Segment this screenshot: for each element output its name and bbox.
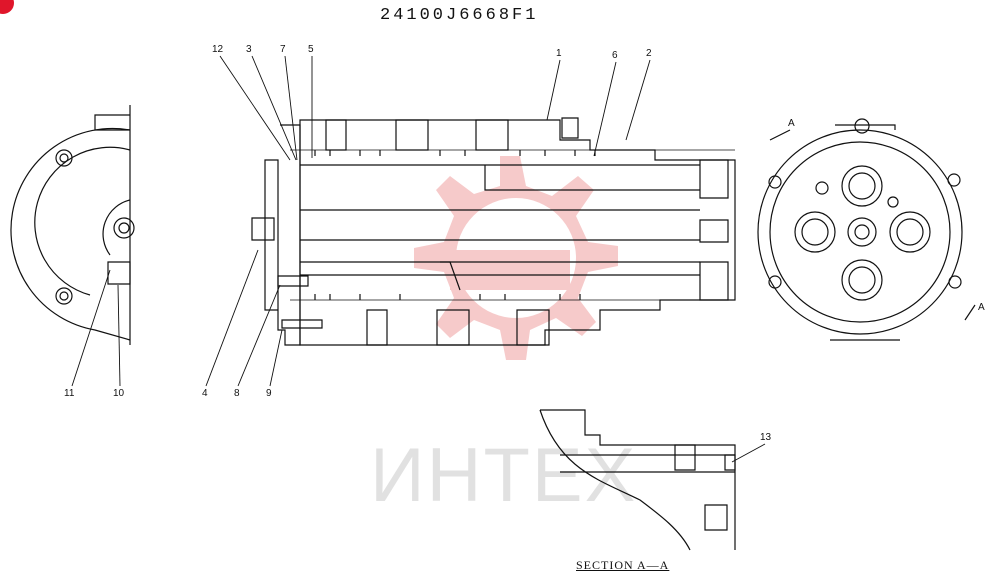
section-aa-label: SECTION A—A [576,558,670,572]
section-aa-view [540,410,735,550]
callout-7: 7 [280,44,286,55]
callout-8: 8 [234,388,240,399]
section-marker-bottom: A [978,302,985,313]
callout-13: 13 [760,432,772,443]
callout-12: 12 [212,44,224,55]
corner-badge [0,0,14,14]
callout-11: 11 [64,388,75,399]
callout-5: 5 [308,44,314,55]
right-end-view [758,119,975,340]
callout-6: 6 [612,50,618,61]
callout-2: 2 [646,48,652,59]
callout-4: 4 [202,388,208,399]
callout-3: 3 [246,44,252,55]
section-marker-top: A [788,118,795,129]
callout-9: 9 [266,388,272,399]
drawing-title: 24100J6668F1 [380,6,539,25]
callout-1: 1 [556,48,562,59]
leader-lines [72,56,765,462]
callout-10: 10 [113,388,125,399]
left-end-view [11,105,134,345]
main-housing [252,118,735,345]
